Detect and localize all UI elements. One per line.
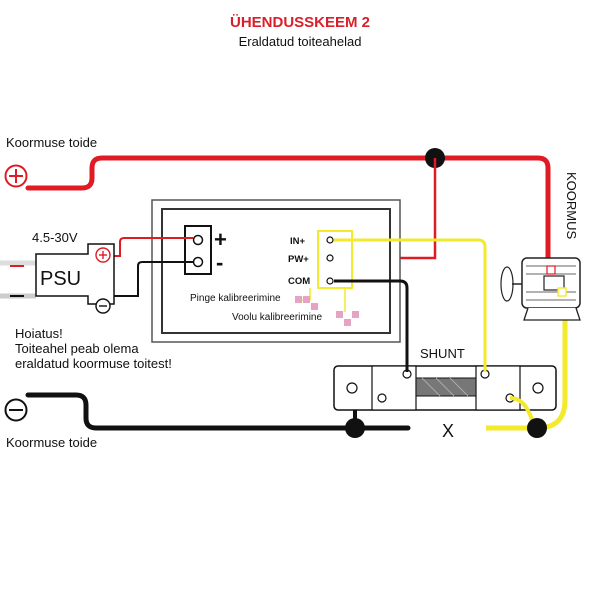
load-positive-wire [25, 155, 551, 293]
load-negative-wire [25, 392, 411, 431]
warning-line-3: eraldatud koormuse toitest! [15, 356, 172, 371]
psu-label: PSU [40, 268, 81, 290]
terminal-screw [326, 236, 334, 244]
shunt-label: SHUNT [420, 346, 465, 361]
load-supply-bottom-label: Koormuse toide [6, 435, 97, 450]
voltage-calibration-label: Pinge kalibreerimine [190, 293, 281, 304]
load-label: KOORMUS [564, 172, 579, 240]
motor-icon [500, 257, 581, 321]
psu-box [0, 243, 115, 305]
terminal-screw [326, 254, 334, 262]
break-mark: X [442, 421, 454, 441]
meter-plus-sign: + [214, 227, 227, 252]
psu-negative-wire [114, 261, 193, 297]
terminal-pw-plus: PW+ [288, 254, 309, 265]
warning-line-1: Hoiatus! [15, 326, 63, 341]
diagram-title: ÜHENDUSSKEEM 2 [230, 14, 370, 31]
terminal-in-plus: IN+ [290, 236, 306, 247]
calibration-pads [295, 288, 359, 326]
com-wire [334, 279, 409, 372]
warning-line-2: Toiteahel peab olema [15, 341, 139, 356]
minus-circle-icon [4, 398, 28, 422]
shunt-body [333, 365, 557, 411]
current-calibration-label: Voolu kalibreerimine [232, 312, 322, 323]
plus-circle-icon [95, 247, 111, 263]
junction-dot-icon [527, 418, 547, 438]
terminal-com: COM [288, 276, 310, 287]
junction-dot-icon [345, 418, 365, 438]
minus-circle-icon [95, 298, 111, 314]
terminal-screw [326, 277, 334, 285]
diagram-subtitle: Eraldatud toiteahelad [239, 34, 362, 49]
meter-power-terminal [184, 225, 212, 275]
in-plus-wire [334, 238, 487, 372]
plus-circle-icon [4, 164, 28, 188]
voltage-range-label: 4.5-30V [32, 230, 78, 245]
load-supply-top-label: Koormuse toide [6, 135, 97, 150]
psu-positive-wire [114, 237, 193, 257]
meter-minus-sign: - [216, 250, 223, 275]
